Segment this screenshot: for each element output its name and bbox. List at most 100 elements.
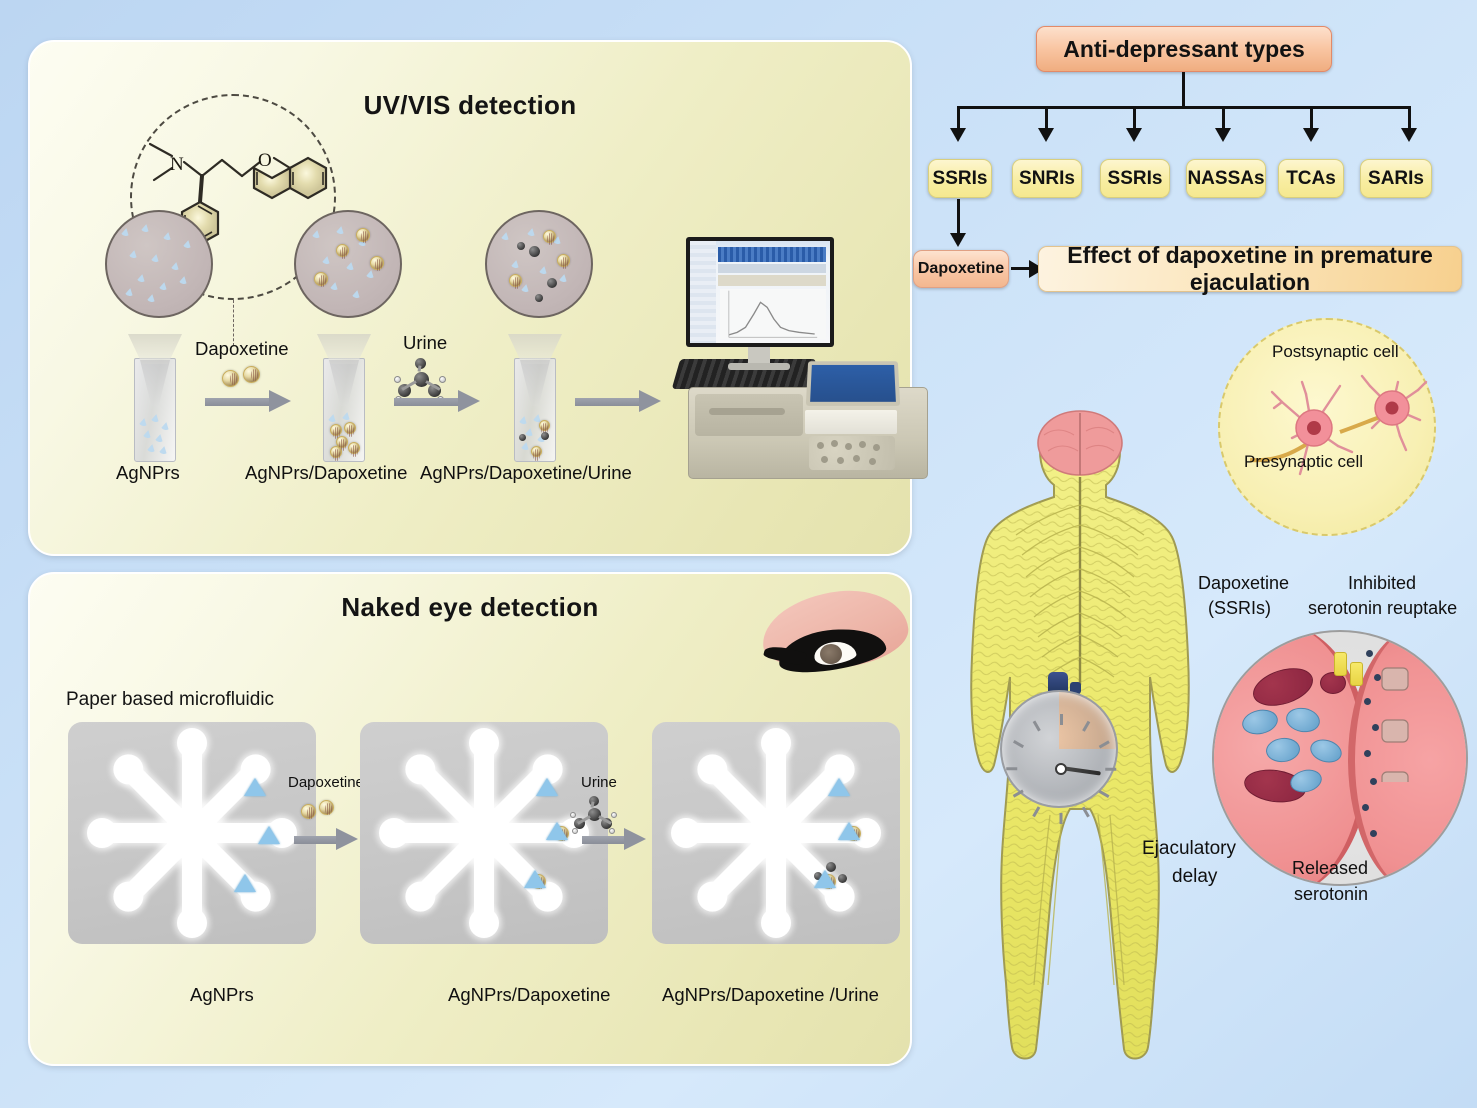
cuvette-agnprs-dapoxetine <box>317 334 371 462</box>
serotonin-molecule <box>1370 778 1377 785</box>
dapoxetine-skeletal-formula: N O <box>148 142 328 246</box>
chip-arrow-label-dapoxetine: Dapoxetine <box>288 774 364 791</box>
agnpr-spot <box>234 874 256 892</box>
nitrogen-atom-label: N <box>170 154 184 175</box>
cuvette-agnprs-dapoxetine-urine <box>508 334 562 462</box>
flowchart-trunk <box>1182 72 1185 108</box>
instrument-keypad[interactable] <box>809 436 895 470</box>
paper-microfluidic-label: Paper based microfluidic <box>66 689 275 710</box>
microfluidic-chip-1 <box>68 722 316 944</box>
agnpr-dapoxetine-spot <box>546 822 569 844</box>
serotonin-molecule <box>1372 724 1379 731</box>
branch-arrow <box>1038 128 1054 142</box>
postsynaptic-cell-label: Postsynaptic cell <box>1272 342 1399 361</box>
mitochondrion <box>1320 672 1346 694</box>
agnpr-spot <box>536 778 558 796</box>
spectrophotometer-body <box>688 361 928 479</box>
type-label: SNRIs <box>1019 167 1075 189</box>
branch-line <box>1133 106 1136 130</box>
uv-arrow-label-urine: Urine <box>403 332 448 353</box>
postsynaptic-membrane <box>1348 632 1466 884</box>
agnpr-dapoxetine-urine-spot <box>814 862 860 908</box>
postsynaptic-neuron <box>1360 374 1428 452</box>
flowchart-type-ssris-1[interactable]: SSRIs <box>928 159 992 198</box>
microfluidic-chip-3 <box>652 722 900 944</box>
uv-arrow-label-dapoxetine: Dapoxetine <box>195 338 289 359</box>
drug-to-effect-line <box>1011 267 1031 270</box>
flowchart-type-tcas[interactable]: TCAs <box>1278 159 1344 198</box>
effect-label: Effect of dapoxetine in premature ejacul… <box>1067 242 1433 295</box>
agnpr-spot <box>258 826 280 844</box>
uv-process-arrow-2 <box>394 390 480 412</box>
branch-line <box>1310 106 1313 130</box>
dapoxetine-particle <box>243 366 260 383</box>
magnifier-agnprs-dapoxetine-urine <box>485 210 593 318</box>
chip-process-arrow-1 <box>294 828 358 850</box>
flowchart-type-snris[interactable]: SNRIs <box>1012 159 1082 198</box>
uv-process-arrow-3 <box>575 390 661 412</box>
structure-connector-line <box>233 300 234 346</box>
ssri-transporter-block <box>1350 662 1363 686</box>
branch-line <box>957 106 960 130</box>
instrument-display <box>805 361 901 406</box>
synapse-drug-label: Dapoxetine <box>1198 573 1290 593</box>
dapoxetine-particle <box>301 804 316 819</box>
agnpr-dapoxetine-spot <box>524 870 546 892</box>
stopwatch-dial <box>1000 690 1118 824</box>
branch-arrow <box>950 128 966 142</box>
dapoxetine-structure-circle: N O <box>130 94 336 300</box>
uv-step-caption-3: AgNPrs/Dapoxetine/Urine <box>420 462 632 483</box>
serotonin-molecule <box>1370 830 1377 837</box>
naphthalene-ring <box>252 156 328 200</box>
uv-vis-spectrophotometer <box>670 237 942 487</box>
presynaptic-neuron <box>1270 380 1354 476</box>
uv-step-caption-2: AgNPrs/Dapoxetine <box>245 462 408 483</box>
ejaculatory-delay-label-1: Ejaculatory <box>1142 838 1236 859</box>
chip-arrow-label-urine: Urine <box>581 774 617 791</box>
chip-caption-1: AgNPrs <box>190 984 254 1005</box>
dapoxetine-particle <box>319 800 334 815</box>
drug-label: Dapoxetine <box>917 260 1005 277</box>
absorbance-spectrum-plot <box>728 290 818 338</box>
ssri-to-drug-arrow <box>950 233 966 247</box>
neuron-zoom-circle <box>1218 318 1436 536</box>
naked-eye-panel: Naked eye detection Paper based microflu… <box>28 572 912 1066</box>
uv-panel-title: UV/VIS detection <box>363 90 577 120</box>
branch-line <box>1408 106 1411 130</box>
type-label: TCAs <box>1286 167 1336 189</box>
cuvette-agnprs <box>128 334 182 462</box>
flowchart-type-saris[interactable]: SARIs <box>1360 159 1432 198</box>
flowchart-root-box[interactable]: Anti-depressant types <box>1036 26 1332 72</box>
branch-line <box>1222 106 1225 130</box>
flowchart-effect-box[interactable]: Effect of dapoxetine in premature ejacul… <box>1038 242 1462 295</box>
synapse-drug-class-label: (SSRIs) <box>1208 598 1271 618</box>
flowchart-bus <box>957 106 1411 109</box>
serotonin-molecule <box>1374 674 1381 681</box>
serotonin-molecule <box>1364 750 1371 757</box>
chip-process-arrow-2 <box>582 828 646 850</box>
chip-caption-3: AgNPrs/Dapoxetine /Urine <box>662 984 879 1005</box>
flowchart-drug-box[interactable]: Dapoxetine <box>913 250 1009 288</box>
ssri-to-drug-line <box>957 199 960 235</box>
flowchart-type-nassas[interactable]: NASSAs <box>1186 159 1266 198</box>
ejaculatory-delay-label-2: delay <box>1172 866 1218 887</box>
type-label: SSRIs <box>932 167 988 189</box>
serotonin-molecule <box>1366 650 1373 657</box>
synapse-zoom-circle <box>1212 630 1468 886</box>
oxygen-atom-label: O <box>258 150 272 171</box>
eye-icon <box>748 584 918 694</box>
eye-panel-title: Naked eye detection <box>341 592 599 622</box>
inhibited-reuptake-label-1: Inhibited <box>1348 573 1417 593</box>
stopwatch-icon <box>1000 672 1118 824</box>
released-serotonin-label-2: serotonin <box>1294 884 1369 904</box>
type-label: SARIs <box>1368 167 1424 189</box>
ssri-transporter-block <box>1334 652 1347 676</box>
microfluidic-chip-2 <box>360 722 608 944</box>
flowchart-root-label: Anti-depressant types <box>1063 35 1305 62</box>
inhibited-reuptake-label-2: serotonin reuptake <box>1308 598 1458 618</box>
agnpr-spot <box>244 778 266 796</box>
branch-arrow <box>1303 128 1319 142</box>
flowchart-type-ssris-2[interactable]: SSRIs <box>1100 159 1170 198</box>
dapoxetine-particle <box>222 370 239 387</box>
